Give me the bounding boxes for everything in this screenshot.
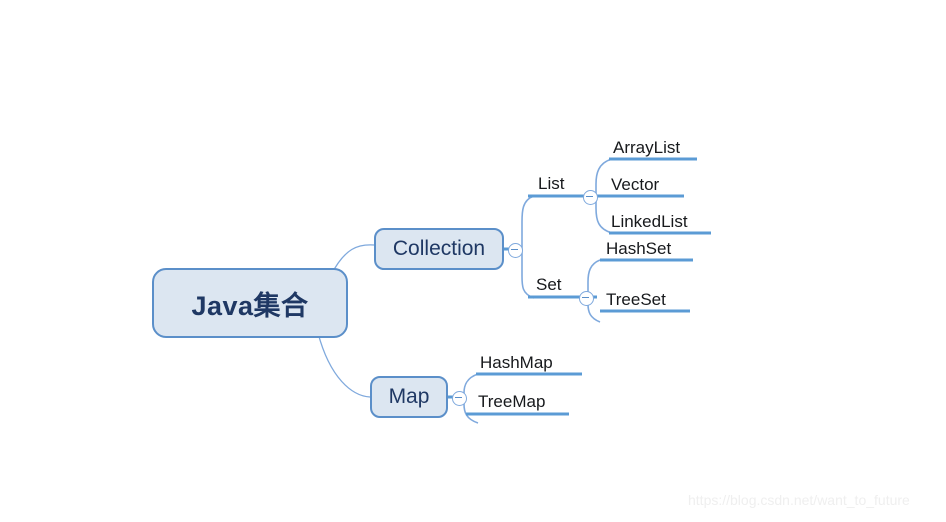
- node-list-label[interactable]: List: [538, 174, 565, 193]
- minus-circle-icon-collection[interactable]: [508, 243, 523, 258]
- node-treemap-label[interactable]: TreeMap: [478, 392, 546, 411]
- bracket-list-children: [595, 158, 613, 234]
- node-root-java-collections[interactable]: Java集合: [152, 268, 348, 338]
- node-hashmap-label[interactable]: HashMap: [480, 353, 553, 372]
- node-collection[interactable]: Collection: [374, 228, 504, 270]
- node-map[interactable]: Map: [370, 376, 448, 418]
- bracket-collection-children: [521, 195, 535, 299]
- node-vector-label[interactable]: Vector: [611, 175, 660, 194]
- node-map-label: Map: [388, 385, 430, 408]
- connector-root-to-map: [317, 332, 371, 398]
- node-arraylist-label[interactable]: ArrayList: [613, 138, 681, 157]
- node-set-label[interactable]: Set: [536, 275, 562, 294]
- minus-circle-icon-set[interactable]: [579, 291, 594, 306]
- node-root-label: Java集合: [191, 290, 309, 321]
- node-linkedlist-label[interactable]: LinkedList: [611, 212, 688, 231]
- minus-circle-icon-list[interactable]: [583, 190, 598, 205]
- node-hashset-label[interactable]: HashSet: [606, 239, 672, 258]
- node-treeset-label[interactable]: TreeSet: [606, 290, 666, 309]
- node-collection-label: Collection: [392, 237, 486, 260]
- watermark-text: https://blog.csdn.net/want_to_future: [688, 492, 910, 508]
- minus-circle-icon-map[interactable]: [452, 391, 467, 406]
